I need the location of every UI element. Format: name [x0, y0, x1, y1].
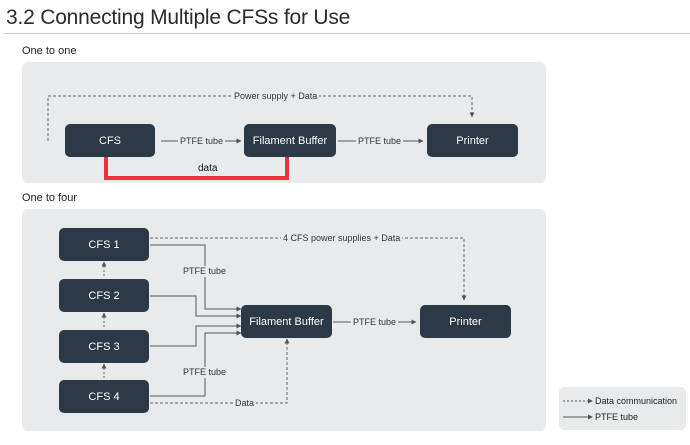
- panel-one-to-one: [22, 62, 546, 183]
- node-cfs: CFS: [65, 124, 155, 157]
- section-label-one-to-one: One to one: [22, 45, 77, 57]
- node-cfs-3: CFS 3: [59, 330, 149, 363]
- edge-power-data-1to4: [150, 237, 467, 301]
- legend-label-data-communication: Data communication: [595, 396, 678, 406]
- label-ptfe-1: PTFE tube: [178, 136, 226, 147]
- label-data-1to4: Data: [233, 398, 257, 409]
- title-divider: [4, 33, 690, 34]
- node-filament-buffer-1to4: Filament Buffer: [241, 305, 332, 338]
- edge-ptfe-cfs1: [150, 244, 242, 312]
- dashed-arrow-icon: [563, 398, 593, 404]
- edge-data-highlight: [104, 157, 289, 180]
- label-ptfe-out: PTFE tube: [351, 317, 399, 328]
- label-ptfe-2: PTFE tube: [356, 136, 404, 147]
- label-data: data: [198, 163, 218, 174]
- legend-label-ptfe-tube: PTFE tube: [595, 412, 639, 422]
- legend: Data communication PTFE tube: [559, 387, 686, 430]
- label-ptfe-upper: PTFE tube: [181, 266, 229, 277]
- node-cfs-4: CFS 4: [59, 380, 149, 413]
- edge-data-cfs4-buffer: [150, 338, 290, 404]
- label-ptfe-lower: PTFE tube: [181, 367, 229, 378]
- node-printer-1to4: Printer: [420, 305, 511, 338]
- node-printer: Printer: [427, 124, 518, 157]
- edge-ptfe-cfs2: [150, 295, 242, 319]
- label-power-data: Power supply + Data: [232, 91, 320, 102]
- solid-arrow-icon: [563, 414, 593, 420]
- section-label-one-to-four: One to four: [22, 192, 78, 204]
- page-title: 3.2 Connecting Multiple CFSs for Use: [6, 6, 351, 29]
- legend-item-ptfe-tube: PTFE tube: [563, 412, 638, 422]
- edge-ptfe-cfs4: [150, 330, 242, 397]
- legend-item-data-communication: Data communication: [563, 396, 677, 406]
- edge-ptfe-cfs3: [150, 323, 242, 347]
- node-cfs-1: CFS 1: [59, 228, 149, 261]
- node-filament-buffer: Filament Buffer: [244, 124, 336, 157]
- node-cfs-2: CFS 2: [59, 279, 149, 312]
- label-power-data-1to4: 4 CFS power supplies + Data: [281, 233, 403, 244]
